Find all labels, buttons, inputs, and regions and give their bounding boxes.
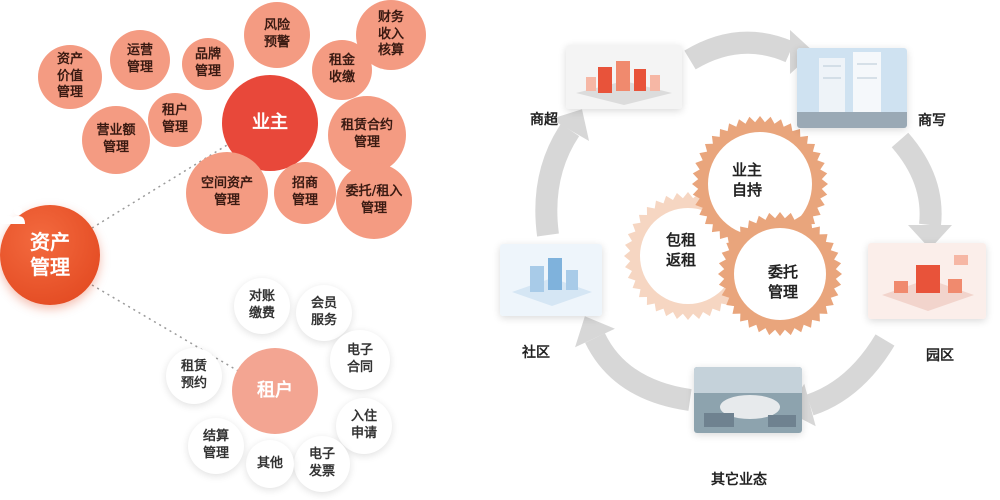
tenant-item-label: 电子 发票 [308,447,335,479]
tenant-item-label: 其他 [256,455,283,471]
owner-item-label: 租户 管理 [161,103,188,135]
owner-item-label: 风险 预警 [263,18,290,50]
owner-item-label: 租赁合约 管理 [340,118,393,150]
format-label-supermarket: 商超 [530,112,558,128]
cycle-arrow-body [684,31,795,70]
users-icon [1,207,25,224]
format-image-community [500,244,602,316]
tenant-item-label: 结算 管理 [202,429,229,461]
format-image-supermarket [566,45,682,109]
owner-item: 委托/租入 管理 [336,163,412,239]
owner-item-label: 财务 收入 核算 [377,9,404,59]
owner-item-label: 空间资产 管理 [200,176,253,208]
gear-label-owner-held: 业主 自持 [732,161,763,200]
owner-item-label: 租金 收缴 [328,53,355,85]
tenant-item-label: 会员 服务 [310,296,337,328]
owner-item: 招商 管理 [274,162,336,224]
tenant-item-label: 租赁 预约 [180,359,207,391]
tenant-item: 结算 管理 [188,418,244,474]
cycle-arrow-head [550,109,590,141]
gear-label-entrusted: 委托 管理 [768,263,799,302]
tenant-item: 入住 申请 [336,398,392,454]
owner-item: 空间资产 管理 [186,152,268,234]
asset-management-title: 资产 管理 [30,230,70,279]
gear-label-sublease: 包租 返租 [666,231,697,270]
format-image-other [694,367,802,433]
tenant-item-label: 对账 缴费 [248,289,275,321]
format-image-industrial-park [868,243,986,319]
cycle-arrow-body [535,123,580,237]
owner-item: 资产 价值 管理 [38,45,102,109]
gear-owner-held-hole [708,132,812,236]
owner-item-label: 招商 管理 [291,176,318,208]
cycle-arrow-body [585,332,692,411]
tenant-item: 租赁 预约 [166,348,222,404]
tenant-item-label: 电子 合同 [346,343,373,375]
owner-hub-label: 业主 [252,112,288,134]
gear-entrusted-hole [734,228,826,320]
owner-item-label: 营业额 管理 [96,123,136,155]
cycle-arrow-head [908,225,952,249]
cycle-arrow-head [575,316,615,348]
owner-item: 运营 管理 [110,30,170,90]
owner-item: 风险 预警 [244,2,310,68]
tenant-item: 其他 [246,440,294,488]
owner-item: 财务 收入 核算 [356,0,426,70]
tenant-item: 会员 服务 [296,285,352,341]
tenant-item-label: 入住 申请 [350,409,377,441]
tenant-hub: 租户 [232,348,318,434]
format-label-community: 社区 [522,345,550,361]
owner-item: 营业额 管理 [82,106,150,174]
tenant-hub-label: 租户 [257,380,293,402]
asset-management-hub: 资产 管理 [0,205,100,305]
connector-tenant [91,284,241,373]
tenant-item: 电子 发票 [294,436,350,492]
owner-item: 租金 收缴 [312,40,372,100]
format-label-other: 其它业态 [711,472,767,488]
format-image-office [797,48,907,128]
format-label-industrial-park: 园区 [926,348,954,364]
cycle-arrow-body [806,334,895,416]
tenant-item: 对账 缴费 [234,278,290,334]
owner-item: 租户 管理 [148,93,202,147]
cycle-arrow-body [891,132,942,227]
owner-item-label: 资产 价值 管理 [56,51,83,101]
owner-item: 品牌 管理 [182,38,234,90]
owner-item: 租赁合约 管理 [328,96,406,174]
format-label-office: 商写 [918,113,946,129]
tenant-item: 电子 合同 [330,330,390,390]
owner-item-label: 委托/租入 管理 [345,184,403,216]
owner-item-label: 品牌 管理 [194,47,221,79]
owner-item-label: 运营 管理 [126,43,153,75]
